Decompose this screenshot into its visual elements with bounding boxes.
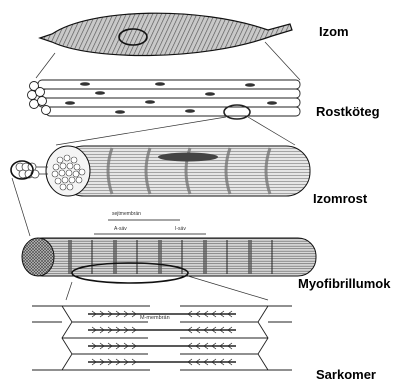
a-band-annotation: A-sáv: [114, 226, 127, 232]
sarcomere-drawing: M-membrán: [32, 306, 292, 370]
label-izomrost: Izomrost: [313, 191, 367, 206]
fascicle-drawing: [28, 80, 301, 119]
label-myofibrillumok: Myofibrillumok: [298, 276, 390, 291]
i-band-annotation: I-sáv: [175, 226, 186, 232]
membrane-annotation: sejtmembrán: [112, 211, 141, 217]
label-sarkomer: Sarkomer: [316, 367, 376, 382]
label-izom: Izom: [319, 24, 349, 39]
m-membrane-annotation: M-membrán: [140, 315, 170, 321]
myofibril-drawing: sejtmembrán A-sáv I-sáv: [22, 211, 316, 283]
muscle-drawing: [40, 13, 292, 55]
label-rostkoteg: Rostköteg: [316, 104, 380, 119]
muscle-fiber-drawing: [11, 146, 310, 196]
